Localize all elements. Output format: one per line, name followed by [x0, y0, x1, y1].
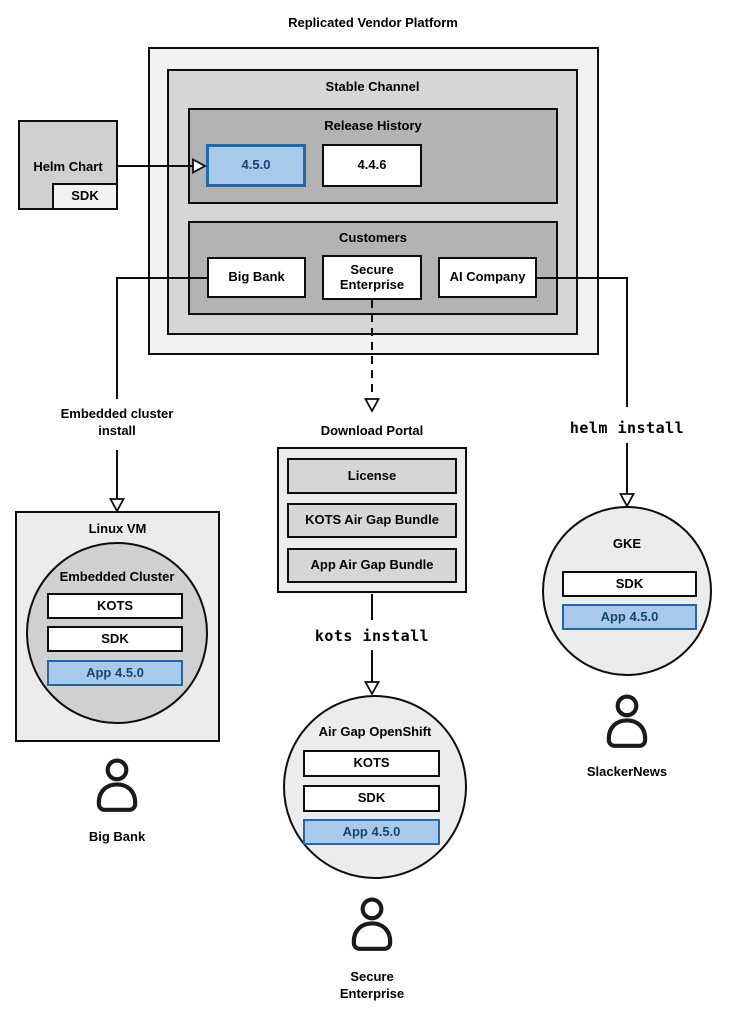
- portal-kots-bundle-box: KOTS Air Gap Bundle: [287, 503, 457, 538]
- release-history-title: Release History: [324, 118, 422, 133]
- arrowhead-icon: [108, 498, 126, 513]
- embedded-cluster-title: Embedded Cluster: [59, 569, 175, 584]
- gke-sdk: SDK: [562, 571, 697, 597]
- helm-chart-label: Helm Chart: [33, 159, 103, 174]
- platform-title: Replicated Vendor Platform: [288, 15, 458, 30]
- helm-chart-sdk-box: SDK: [52, 183, 118, 210]
- user-label-slackernews: SlackerNews: [586, 764, 668, 779]
- arrowhead-icon: [618, 493, 636, 508]
- openshift-kots: KOTS: [303, 750, 440, 777]
- openshift-app: App 4.5.0: [303, 819, 440, 845]
- download-portal-title: Download Portal: [320, 423, 424, 438]
- customer-big-bank: Big Bank: [207, 257, 306, 298]
- release-450: 4.5.0: [206, 144, 306, 187]
- gke-title: GKE: [612, 536, 642, 551]
- release-446: 4.4.6: [322, 144, 422, 187]
- embedded-install-label: Embedded cluster install: [60, 406, 174, 438]
- customer-secure-enterprise: Secure Enterprise: [322, 255, 422, 300]
- user-icon: [96, 758, 138, 812]
- stable-channel-title: Stable Channel: [325, 79, 420, 94]
- customers-title: Customers: [339, 230, 407, 245]
- gke-app: App 4.5.0: [562, 604, 697, 630]
- linux-vm-sdk: SDK: [47, 626, 183, 652]
- user-label-big-bank: Big Bank: [88, 829, 146, 844]
- portal-app-bundle-box: App Air Gap Bundle: [287, 548, 457, 583]
- helm-install-label: helm install: [569, 419, 685, 437]
- user-icon: [351, 897, 393, 951]
- linux-vm-app: App 4.5.0: [47, 660, 183, 686]
- customer-ai-company: AI Company: [438, 257, 537, 298]
- arrowhead-icon: [363, 681, 381, 696]
- linux-vm-title: Linux VM: [88, 521, 147, 536]
- arrowhead-icon: [363, 398, 381, 413]
- user-label-secure-enterprise: Secure Enterprise: [339, 969, 405, 1001]
- openshift-title: Air Gap OpenShift: [318, 724, 432, 739]
- user-icon: [606, 694, 648, 748]
- linux-vm-kots: KOTS: [47, 593, 183, 619]
- kots-install-label: kots install: [314, 627, 430, 645]
- portal-license-box: License: [287, 458, 457, 494]
- openshift-sdk: SDK: [303, 785, 440, 812]
